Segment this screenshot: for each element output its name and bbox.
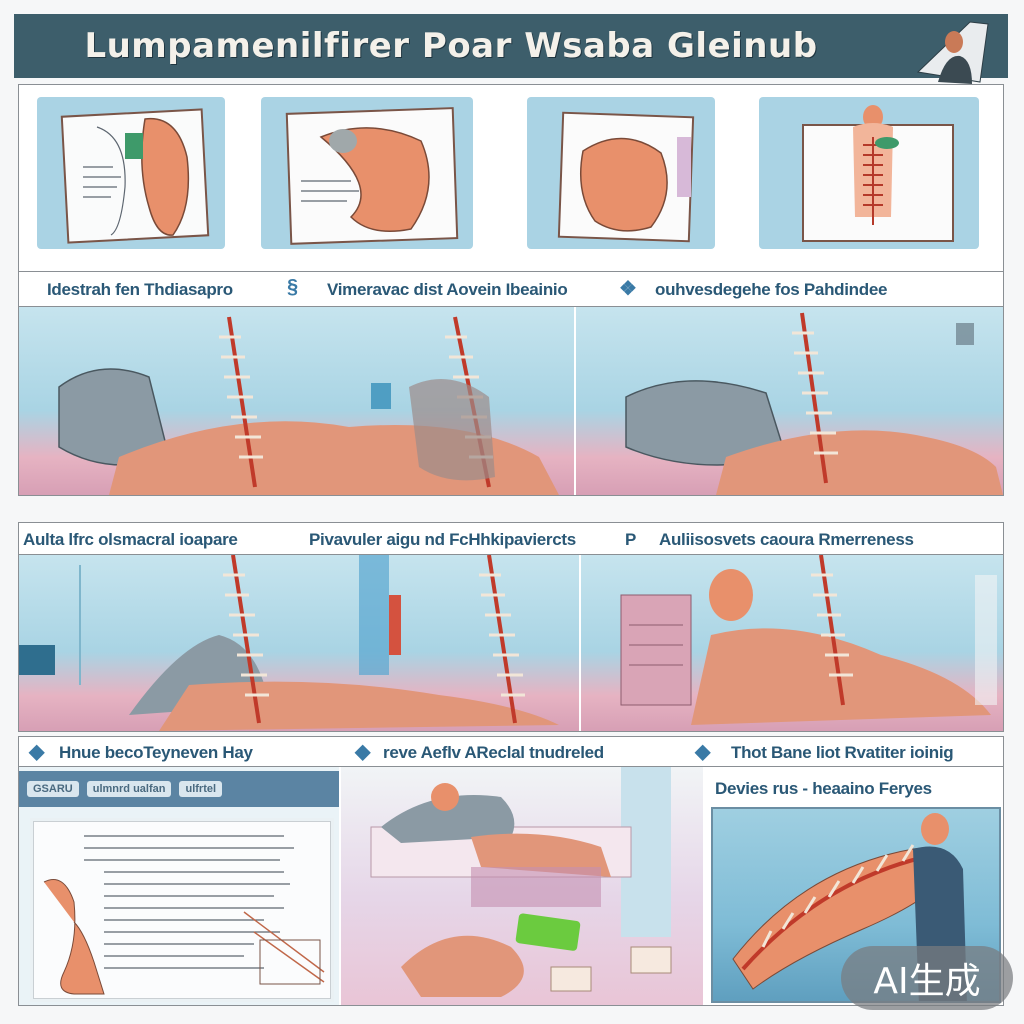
- row4-mid-scene: [341, 767, 703, 1005]
- caption-row2-right: ouhvesdegehe fos Pahdindee: [655, 280, 888, 299]
- illustration-4: [802, 105, 954, 242]
- caption-row3-mid-tag: P: [625, 530, 637, 549]
- scene-row3-a: [19, 555, 579, 731]
- diamond-icon: ◆: [355, 741, 371, 763]
- illustration-2: [285, 107, 459, 245]
- caption-row3-right: Auliisosvets caoura Rmerreness: [659, 530, 914, 549]
- person-silhouette-icon: [916, 21, 989, 84]
- header-tag-1: ulmnrd ualfan: [86, 781, 172, 797]
- illustration-panel-2: [261, 97, 473, 249]
- illustration-panel-1: [37, 97, 225, 249]
- header-label: GSARU: [27, 781, 79, 797]
- row3-caption-strip: Aulta lfrc olsmacral ioapare Pivavuler a…: [18, 522, 1004, 554]
- scene-row2-b: [576, 307, 1003, 495]
- separator-icon: ❖: [619, 278, 637, 300]
- title-bar: Lumpamenilfirer Poar Wsaba Gleinub: [14, 14, 1008, 84]
- caption-row2-left: Idestrah fen Thdiasapro: [47, 280, 233, 299]
- row2-frame: [18, 306, 1004, 496]
- caption-row4-right: Thot Bane liot Rvatiter ioinig: [731, 743, 954, 762]
- caption-row2-mid: Vimeravac dist Aovein Ibeainio: [327, 280, 568, 299]
- row4-frame: GSARU ulmnrd ualfan ulfrtel: [18, 766, 1004, 1006]
- caption-row4-mid: reve Aeflv AReclal tnudreled: [383, 743, 604, 762]
- spine-scene-4: [620, 555, 997, 725]
- illustration-1: [60, 108, 210, 244]
- scene-row3-b: [581, 555, 1003, 731]
- diamond-icon: ◆: [29, 741, 45, 763]
- row1-frame: [18, 84, 1004, 272]
- scene-row2-a: [19, 307, 574, 495]
- spine-scene-3: [19, 555, 559, 731]
- caption-row3-mid: Pivavuler aigu nd FcHhkipaviercts: [309, 530, 576, 549]
- spine-scene-1: [58, 316, 559, 495]
- row2-caption-strip: Idestrah fen Thdiasapro § Vimeravac dist…: [18, 272, 1004, 306]
- caption-row4-left: Hnue becoTeyneven Hay: [59, 743, 253, 762]
- row3-frame: [18, 554, 1004, 732]
- ai-generated-label: AI生成: [873, 961, 981, 1002]
- row4-left-panel: GSARU ulmnrd ualfan ulfrtel: [19, 767, 339, 1005]
- caption-row4-right-sub: Devies rus - heaaino Feryes: [715, 779, 932, 798]
- note-card: [33, 821, 331, 999]
- note-card-illustration: [43, 835, 325, 995]
- page-title: Lumpamenilfirer Poar Wsaba Gleinub: [84, 26, 818, 66]
- ai-generated-badge: AI生成: [841, 946, 1013, 1010]
- row4-left-header: GSARU ulmnrd ualfan ulfrtel: [19, 771, 339, 807]
- illustration-panel-3: [527, 97, 715, 249]
- illustration-panel-4: [759, 97, 979, 249]
- separator-icon: §: [287, 276, 299, 298]
- row4-caption-strip: ◆ Hnue becoTeyneven Hay ◆ reve Aeflv ARe…: [18, 736, 1004, 766]
- diamond-icon: ◆: [695, 741, 711, 763]
- caption-row3-left: Aulta lfrc olsmacral ioapare: [23, 530, 238, 549]
- resting-scene: [370, 767, 672, 997]
- header-tag-2: ulfrtel: [179, 781, 223, 797]
- illustration-3: [557, 111, 695, 243]
- spine-scene-2: [625, 312, 1003, 495]
